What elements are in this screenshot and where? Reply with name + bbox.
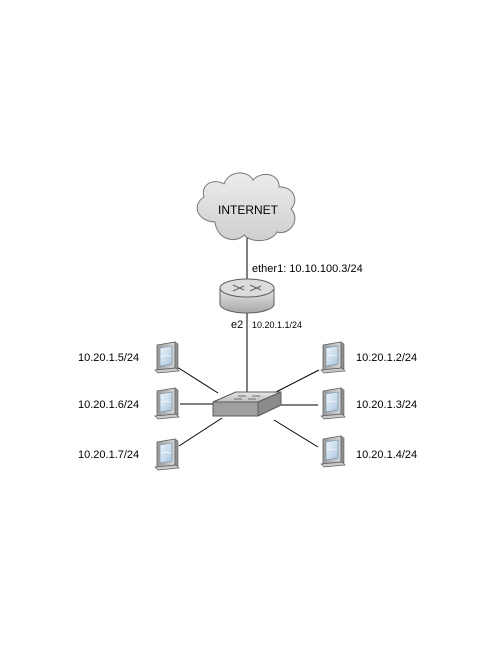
host-10-20-1-7: 10.20.1.7/24 xyxy=(78,438,180,471)
host-10-20-1-2: 10.20.1.2/24 xyxy=(320,341,417,374)
connection-lines xyxy=(176,237,320,448)
router-icon xyxy=(219,278,275,314)
computer-icon xyxy=(320,435,346,468)
router-lan-ip-label: 10.20.1.1/24 xyxy=(252,320,302,330)
host-label: 10.20.1.3/24 xyxy=(356,399,417,411)
switch-icon xyxy=(212,391,282,417)
cloud-icon xyxy=(196,172,296,242)
router-lan-port-label: e2 xyxy=(231,319,243,331)
link-switch-host-2 xyxy=(275,369,320,393)
host-10-20-1-5: 10.20.1.5/24 xyxy=(78,341,180,374)
computer-icon xyxy=(154,387,180,420)
router-wan-label: ether1: 10.10.100.3/24 xyxy=(252,263,363,275)
computer-icon xyxy=(320,387,346,420)
computer-icon xyxy=(154,341,180,374)
host-label: 10.20.1.7/24 xyxy=(78,449,139,461)
cloud-label: INTERNET xyxy=(218,203,279,217)
host-label: 10.20.1.5/24 xyxy=(78,352,139,364)
host-10-20-1-6: 10.20.1.6/24 xyxy=(78,387,180,420)
host-label: 10.20.1.4/24 xyxy=(356,449,417,461)
host-10-20-1-4: 10.20.1.4/24 xyxy=(320,435,417,468)
link-switch-host-4 xyxy=(273,419,319,448)
host-label: 10.20.1.2/24 xyxy=(356,352,417,364)
computer-icon xyxy=(154,438,180,471)
link-switch-host-5 xyxy=(176,366,219,394)
link-switch-host-7 xyxy=(178,417,223,447)
computer-icon xyxy=(320,341,346,374)
host-label: 10.20.1.6/24 xyxy=(78,399,139,411)
host-10-20-1-3: 10.20.1.3/24 xyxy=(320,387,417,420)
